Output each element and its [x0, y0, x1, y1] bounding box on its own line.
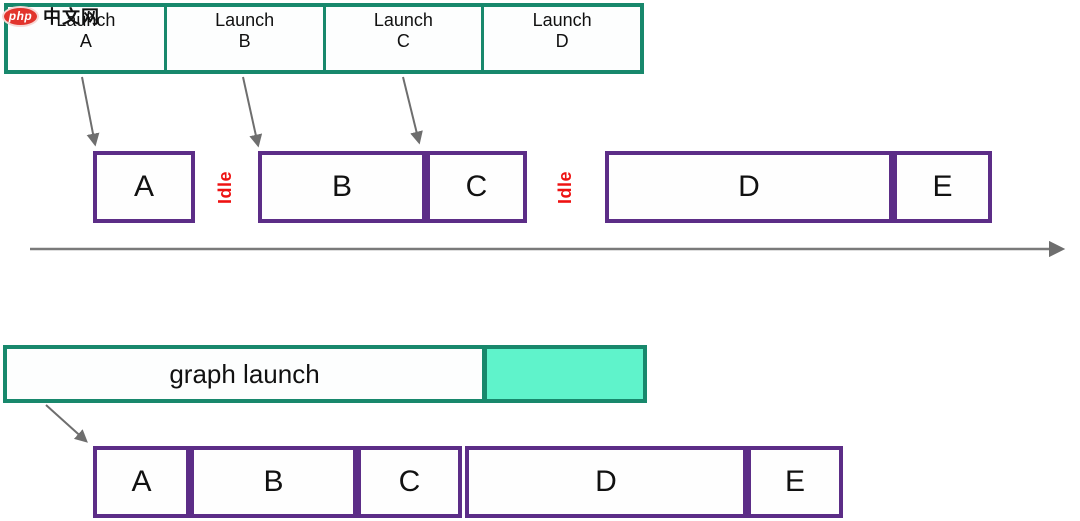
- launch-cell-a: Launch A: [8, 7, 167, 70]
- launch-calls-bar: Launch A Launch B Launch C Launch D: [4, 3, 644, 74]
- php-logo-icon: php: [2, 5, 39, 27]
- stream-kernel-box-e: E: [893, 151, 992, 223]
- idle-label-2: Idle: [543, 151, 589, 223]
- stream-kernel-box-c: C: [426, 151, 527, 223]
- stream-kernel-box-d: D: [605, 151, 893, 223]
- idle-text: Idle: [215, 170, 236, 204]
- launch-cell-d: Launch D: [532, 10, 592, 51]
- watermark-logo: php 中文网: [2, 3, 100, 29]
- graph-launch-fill-segment: [487, 349, 643, 399]
- launch-a-arrow: [81, 76, 100, 147]
- graph-launch-label: graph launch: [7, 349, 487, 399]
- graph-kernel-box-e: E: [747, 446, 843, 518]
- watermark-site-text: 中文网: [43, 7, 100, 27]
- launch-cell-c: Launch C: [326, 7, 485, 70]
- graph-kernel-box-d: D: [465, 446, 747, 518]
- graph-kernel-box-b: B: [190, 446, 357, 518]
- idle-label-1: Idle: [203, 151, 249, 223]
- stream-kernel-box-a: A: [93, 151, 195, 223]
- idle-text: Idle: [555, 170, 576, 204]
- graph-kernel-box-a: A: [93, 446, 190, 518]
- launch-b-arrow: [242, 76, 263, 148]
- graph-launch-arrow: [45, 404, 88, 443]
- graph-kernel-box-c: C: [357, 446, 462, 518]
- launch-cell-b: Launch B: [167, 7, 326, 70]
- graph-launch-bar: graph launch: [3, 345, 647, 403]
- stream-kernel-box-b: B: [258, 151, 426, 223]
- launch-c-arrow: [402, 76, 423, 145]
